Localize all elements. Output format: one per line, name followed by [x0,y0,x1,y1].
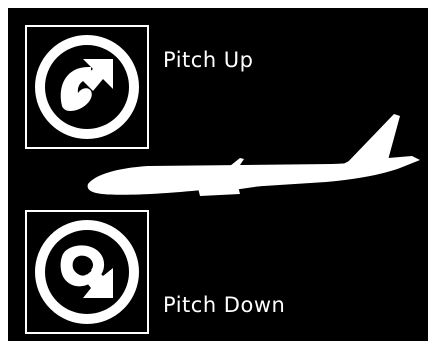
pitch-down-button[interactable] [25,210,149,334]
pitch-down-label: Pitch Down [163,293,285,317]
pitch-down-icon [27,212,147,332]
airplane-silhouette-icon [82,108,428,218]
pitch-up-label: Pitch Up [163,48,254,72]
pitch-control-panel: Pitch Up Pitch Down [8,8,428,341]
